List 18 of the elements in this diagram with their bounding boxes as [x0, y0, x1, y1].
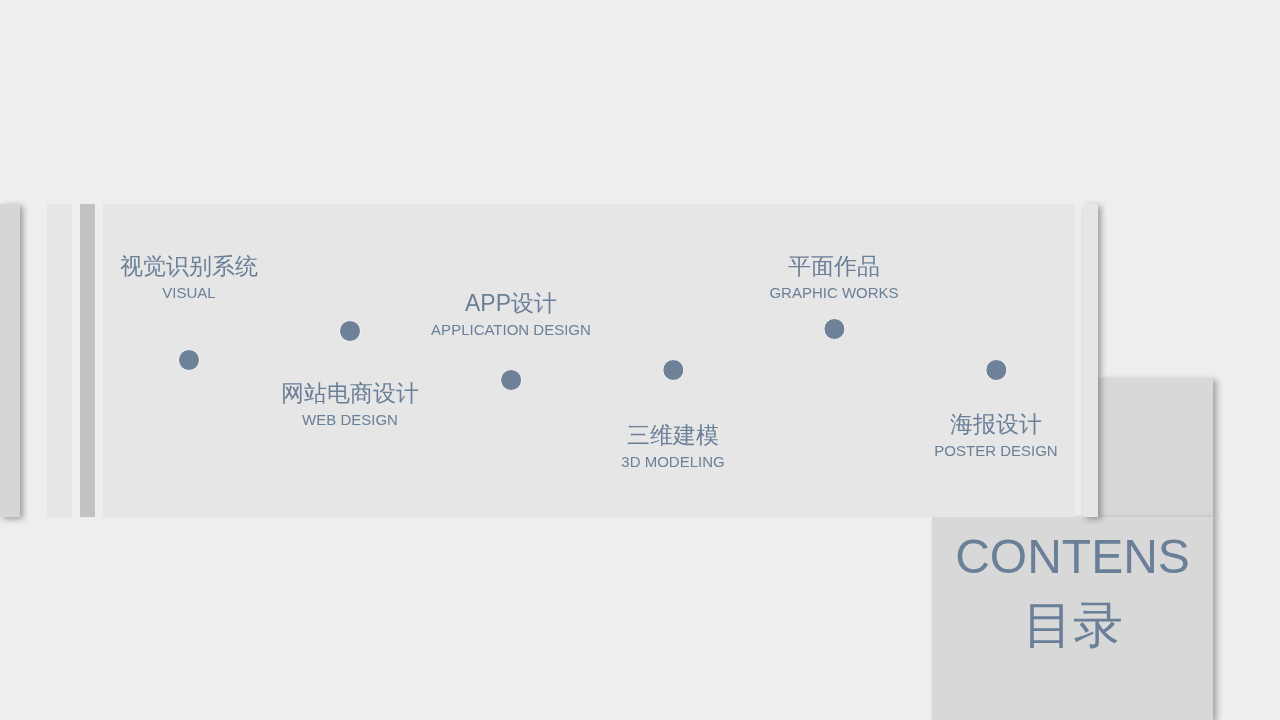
item-subtitle: WEB DESIGN [302, 410, 398, 430]
contents-panel [932, 517, 1213, 720]
item-title: 网站电商设计 [281, 379, 419, 407]
side-bar [0, 204, 20, 517]
item-subtitle: VISUAL [162, 283, 216, 303]
item-title: 平面作品 [788, 252, 880, 280]
heading: CONTENS [955, 529, 1190, 585]
item-subtitle: APPLICATION DESIGN [431, 320, 591, 340]
side-bar [1083, 204, 1098, 517]
item-subtitle: POSTER DESIGN [934, 441, 1058, 461]
item-subtitle: 3D MODELING [621, 452, 725, 472]
item-subtitle: GRAPHIC WORKS [769, 283, 899, 303]
item-title: 视觉识别系统 [120, 252, 258, 280]
item-title: 海报设计 [950, 410, 1042, 438]
subheading: 目录 [1022, 596, 1123, 656]
item-title: APP设计 [465, 289, 557, 317]
side-bar [80, 204, 95, 517]
item-title: 三维建模 [627, 421, 719, 449]
